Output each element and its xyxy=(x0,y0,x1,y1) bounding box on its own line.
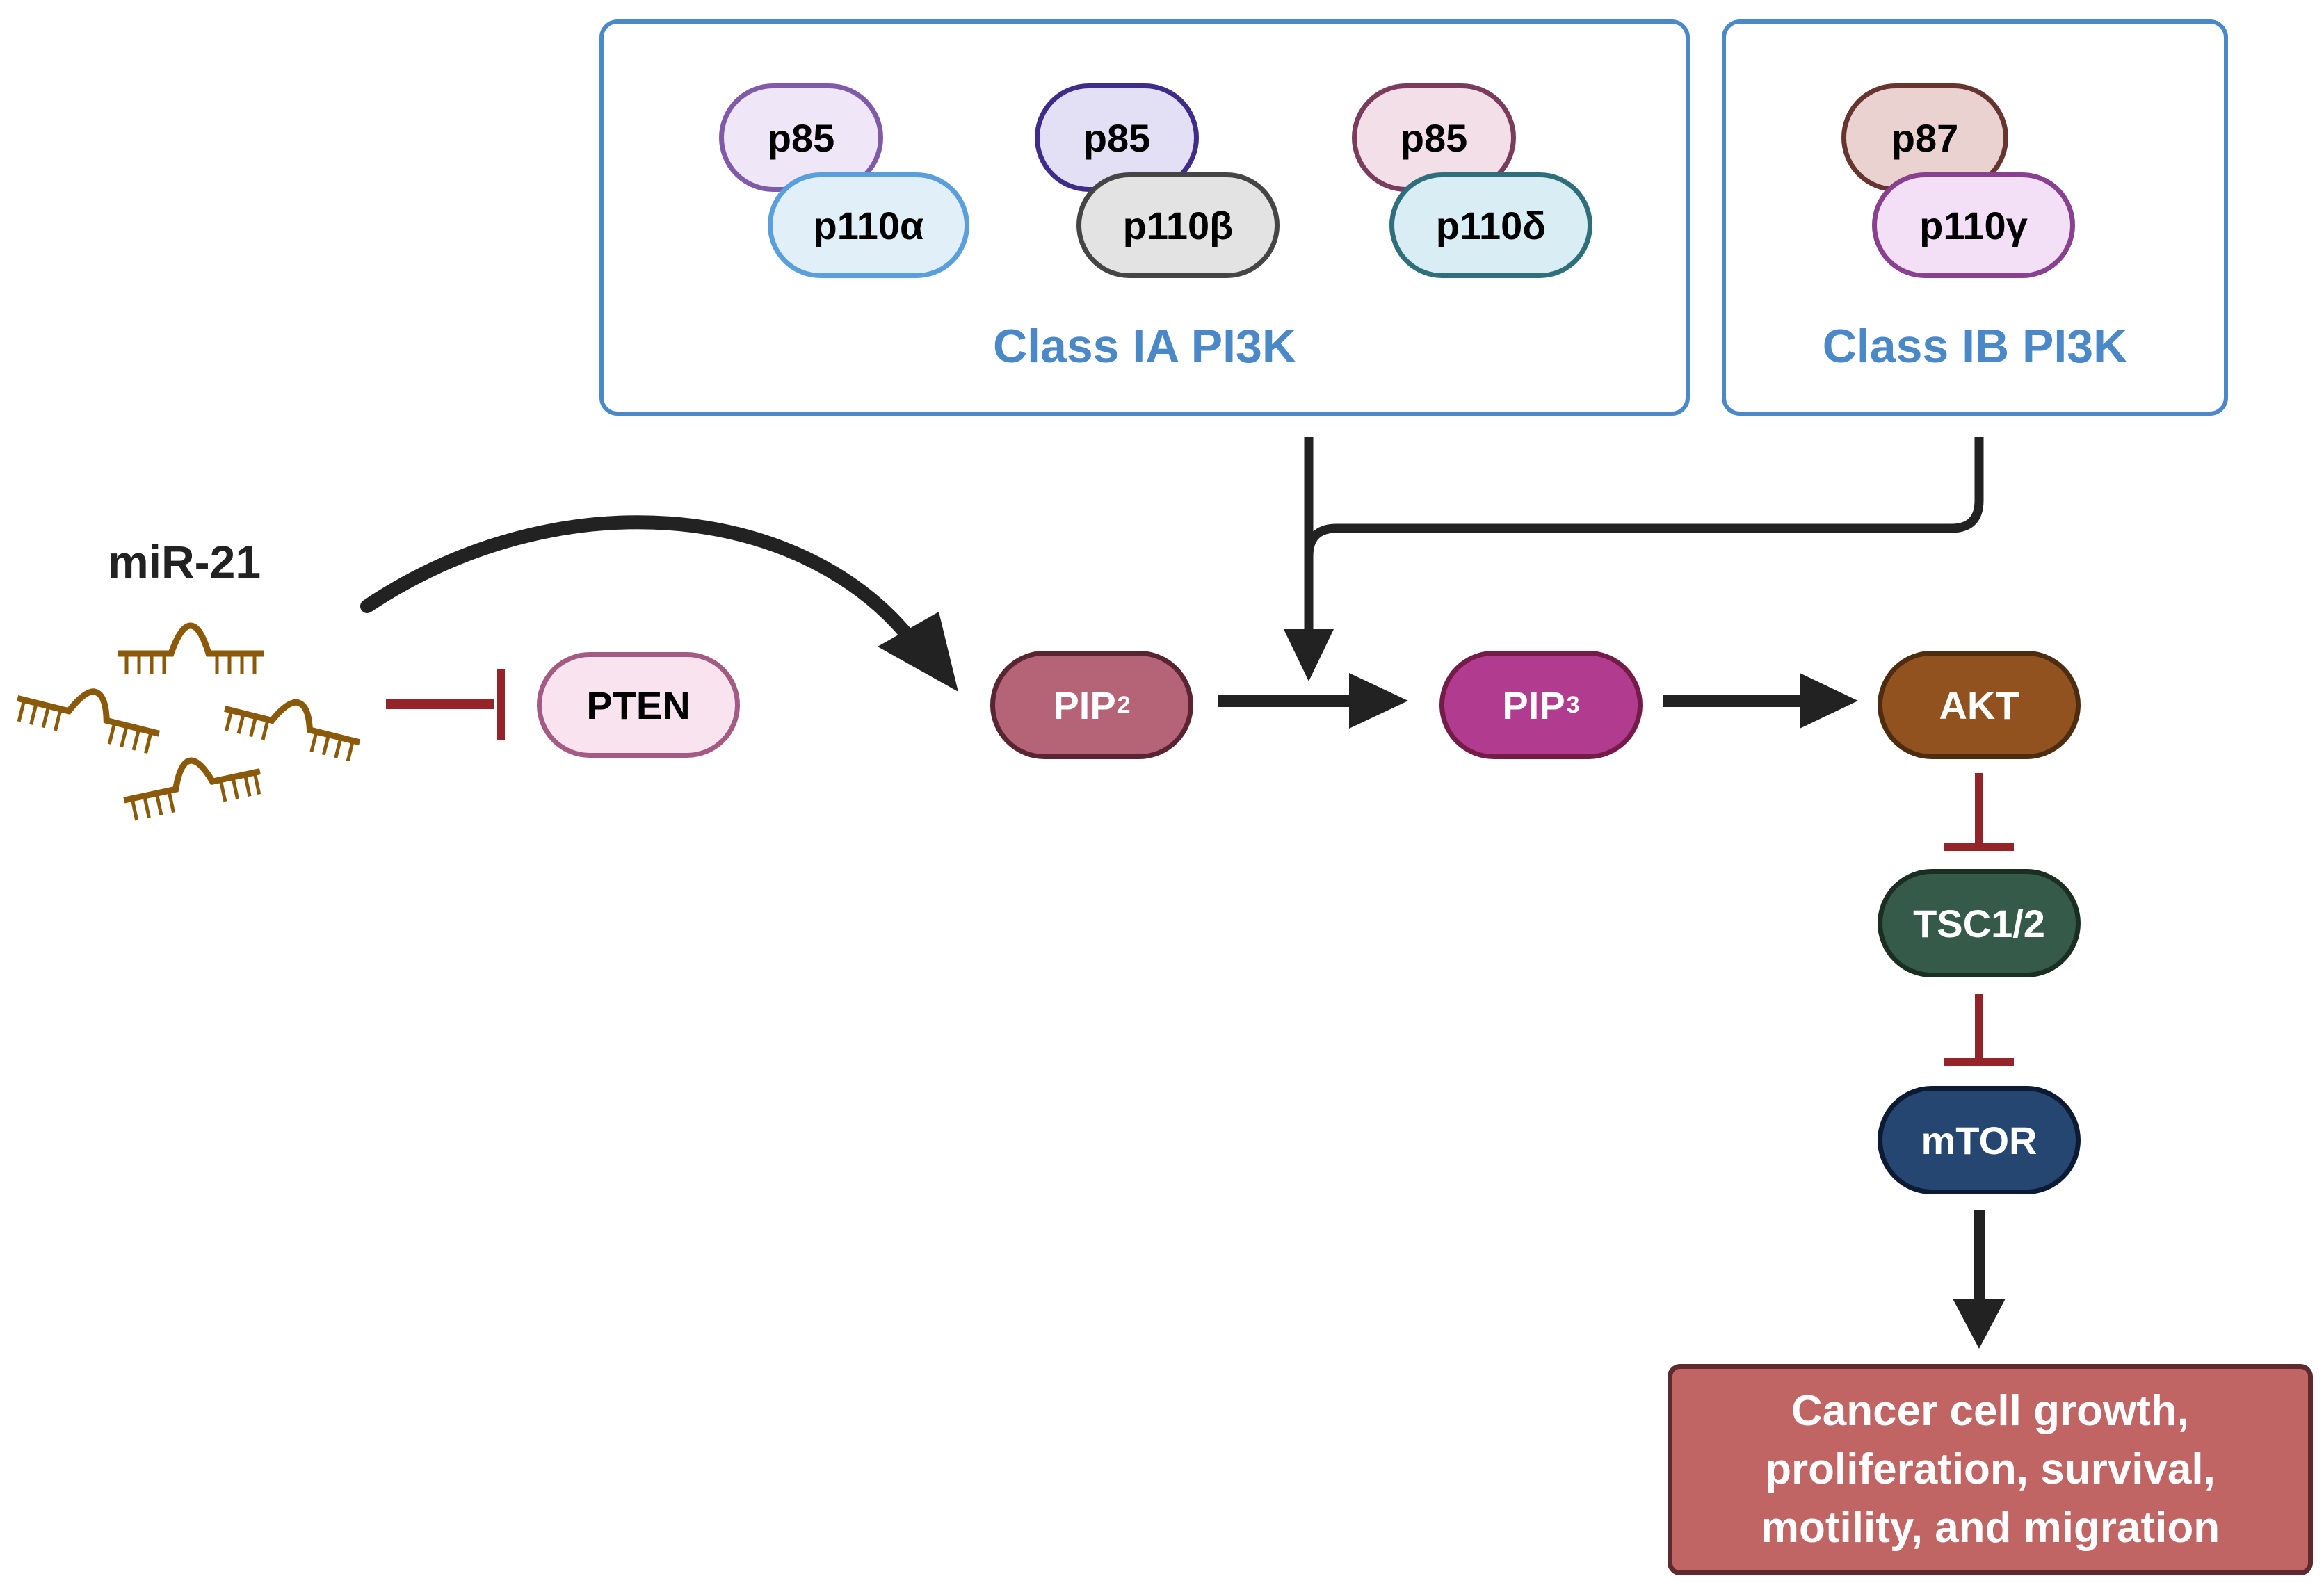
class-ib-pi3k-panel: Class IB PI3K xyxy=(1722,19,2228,416)
p110-alpha-catalytic-subunit: p110α xyxy=(768,172,969,278)
mirna-hairpin-icon xyxy=(118,622,264,674)
p110-delta-catalytic-subunit: p110δ xyxy=(1389,172,1592,278)
tsc1-2-node: TSC1/2 xyxy=(1878,869,2081,977)
outcome-line: proliferation, survival, xyxy=(1765,1445,2216,1493)
class-ib-title: Class IB PI3K xyxy=(1822,320,2128,373)
pi3k-arrowhead xyxy=(1284,629,1334,681)
pip3-subscript: 3 xyxy=(1566,691,1580,718)
p85-alpha-regulatory-subunit: p85 xyxy=(719,83,883,192)
pten-node: PTEN xyxy=(537,652,740,758)
akt-node: AKT xyxy=(1878,651,2081,759)
pip2-label: PIP xyxy=(1053,683,1116,727)
mirna-hairpin-icon xyxy=(224,699,361,762)
class-ia-title: Class IA PI3K xyxy=(993,320,1296,373)
mirna-to-pip2-arrowhead xyxy=(878,612,958,692)
mirna-label: miR-21 xyxy=(108,536,261,587)
pip3-to-akt-arrowhead xyxy=(1800,673,1858,729)
pip2-subscript: 2 xyxy=(1117,691,1131,718)
mtor-to-outcome-arrowhead xyxy=(1953,1299,2006,1349)
mirna-hairpin-icon xyxy=(17,688,161,754)
pip3-label: PIP xyxy=(1502,683,1565,727)
p110-beta-catalytic-subunit: p110β xyxy=(1076,172,1280,278)
cancer-outcome-box: Cancer cell growth, proliferation, survi… xyxy=(1668,1364,2313,1575)
p110-gamma-catalytic-subunit: p110γ xyxy=(1872,172,2075,278)
pip2-to-pip3-arrowhead xyxy=(1349,673,1408,729)
outcome-line: Cancer cell growth, xyxy=(1791,1387,2189,1435)
mirna-to-pip2-curved-arrow xyxy=(360,515,918,647)
outcome-line: motility, and migration xyxy=(1760,1504,2220,1552)
mtor-node: mTOR xyxy=(1878,1086,2081,1194)
mirna-molecules-icon xyxy=(17,622,361,821)
mirna-hairpin-icon xyxy=(123,757,261,821)
class-ib-connector-line xyxy=(1304,437,1984,557)
